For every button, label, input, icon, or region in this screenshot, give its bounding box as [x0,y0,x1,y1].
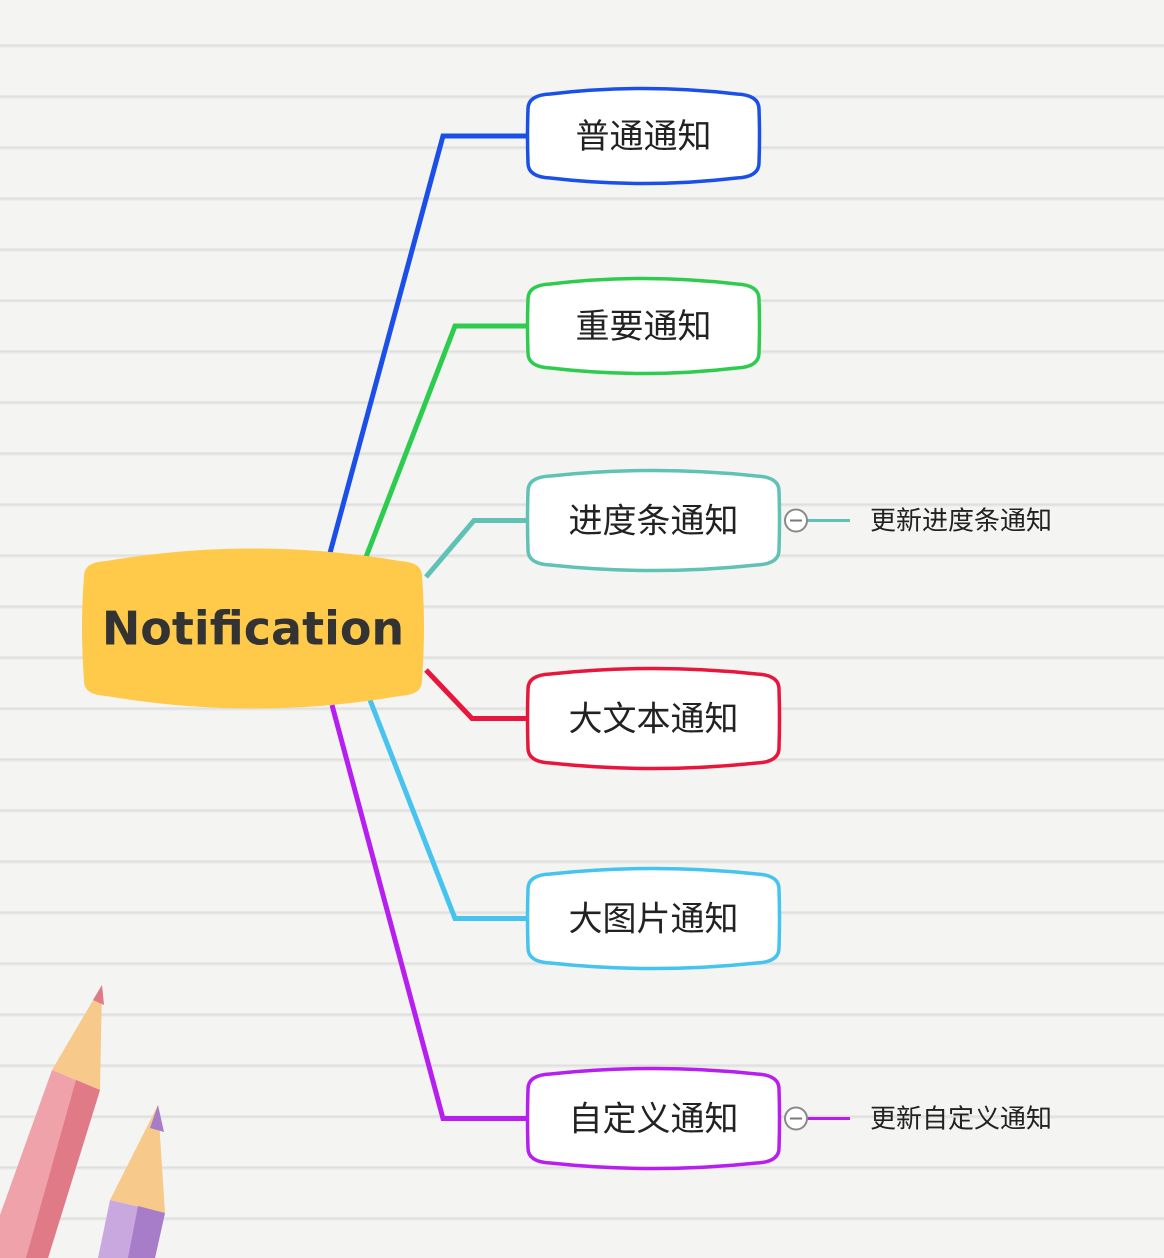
branch-6-connector [329,704,527,1121]
root-topic-label: Notification [102,602,404,656]
branch-3-connector [424,518,527,579]
pink-pencil-icon [0,985,104,1258]
branch-1-connector [327,133,527,554]
branch-4-topic-shape [525,666,782,771]
branch-5-topic-shape [525,866,782,971]
branch-5-topic[interactable]: 大图片通知 [525,866,782,971]
root-topic[interactable]: Notification [82,548,424,709]
branch-4-connector [424,668,527,721]
branch-6-subtopic-label[interactable]: 更新自定义通知 [870,1105,1052,1135]
branch-3-topic[interactable]: 进度条通知 [525,468,782,573]
purple-pencil-icon [98,1105,165,1258]
collapse-toggle-icon[interactable] [784,508,808,533]
branch-5-topic-label: 大图片通知 [569,900,739,940]
branch-3-topic-label: 进度条通知 [569,502,739,542]
root-topic-shape [82,548,424,709]
branch-2-topic[interactable]: 重要通知 [525,276,762,376]
branch-1-topic-label: 普通通知 [576,117,712,157]
branch-2-connector [363,323,527,558]
branch-5-connector [367,699,527,921]
branch-4-topic[interactable]: 大文本通知 [525,666,782,771]
collapse-toggle-icon[interactable] [784,1106,808,1131]
branch-6-topic-label: 自定义通知 [569,1100,739,1140]
branch-connectors [327,133,850,1121]
branch-1-topic[interactable]: 普通通知 [525,86,762,186]
branch-1-topic-shape [525,86,762,186]
branch-4-topic-label: 大文本通知 [569,700,739,740]
branch-6-topic-shape [525,1066,782,1171]
branch-3-subtopic-label[interactable]: 更新进度条通知 [870,507,1052,537]
branch-6-topic[interactable]: 自定义通知 [525,1066,782,1171]
branch-2-topic-shape [525,276,762,376]
branch-2-topic-label: 重要通知 [576,307,712,347]
branch-3-topic-shape [525,468,782,573]
